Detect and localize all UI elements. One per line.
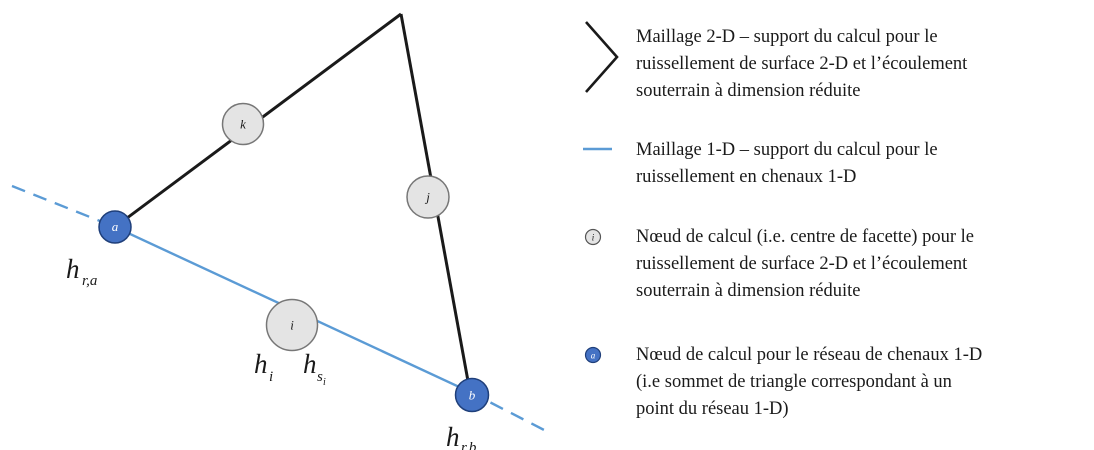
blue-node-icon-letter: a	[591, 351, 596, 361]
node-b-label: b	[469, 388, 476, 403]
legend-node-1d-line-1: Nœud de calcul pour le réseau de chenaux…	[636, 345, 983, 365]
node-k-label: k	[240, 117, 246, 132]
legend-mesh-2d-line-2: ruissellement de surface 2-D et l’écoule…	[636, 54, 968, 74]
label-h-r-a: h r,a	[66, 254, 97, 289]
triangle-icon-shape	[585, 21, 619, 93]
channel-dashed-left	[11, 184, 116, 229]
node-k: k	[221, 102, 265, 146]
legend-mesh-1d-text: Maillage 1-D – support du calcul pour le…	[636, 137, 1092, 191]
node-j-label: j	[424, 190, 430, 205]
node-i-circle	[265, 298, 319, 352]
node-i-label: i	[290, 318, 294, 333]
label-h-s-i: h s i	[303, 349, 326, 388]
node-a: a	[98, 210, 132, 244]
grey-node-icon-letter: i	[592, 233, 595, 243]
node-a-label: a	[112, 219, 119, 234]
label-h-r-b-sub: r,b	[461, 440, 477, 450]
legend-node-2d-line-2: ruissellement de surface 2-D et l’écoule…	[636, 254, 968, 274]
legend-mesh-1d-line-1: Maillage 1-D – support du calcul pour le	[636, 140, 938, 160]
legend-mesh-2d-line-1: Maillage 2-D – support du calcul pour le	[636, 27, 938, 47]
node-a-circle	[98, 210, 132, 244]
label-h-r-a-sub: r,a	[82, 273, 97, 289]
channel-dashed-right	[469, 390, 549, 434]
legend-node-2d-text: Nœud de calcul (i.e. centre de facette) …	[636, 224, 1092, 305]
legend-node-2d-line-3: souterrain à dimension réduite	[636, 281, 861, 301]
label-h-r-b-main: h	[446, 422, 460, 450]
label-h-i-sub: i	[269, 369, 273, 385]
label-h-s-i-main: h	[303, 349, 317, 379]
node-j-circle	[406, 175, 450, 219]
blue-node-icon-circle	[584, 346, 602, 364]
label-h-i-main: h	[254, 349, 268, 379]
legend-mesh-2d-text: Maillage 2-D – support du calcul pour le…	[636, 24, 1092, 105]
label-h-i: h i	[254, 349, 273, 385]
legend-mesh-1d-line-2: ruissellement en chenaux 1-D	[636, 167, 857, 187]
node-j: j	[406, 175, 450, 219]
legend-node-1d-line-2: (i.e sommet de triangle correspondant à …	[636, 372, 952, 392]
legend-node-1d-text: Nœud de calcul pour le réseau de chenaux…	[636, 342, 1092, 423]
label-h-s-i-subsub: i	[323, 377, 326, 388]
blue-node-icon: a	[584, 346, 602, 364]
label-h-r-a-main: h	[66, 254, 80, 284]
node-b: b	[454, 377, 490, 413]
node-i: i	[265, 298, 319, 352]
legend-node-1d-line-3: point du réseau 1-D)	[636, 399, 789, 419]
label-h-r-b: h r,b	[446, 422, 477, 450]
legend-node-2d-line-1: Nœud de calcul (i.e. centre de facette) …	[636, 227, 974, 247]
node-k-circle	[221, 102, 265, 146]
grey-node-icon: i	[584, 228, 602, 246]
grey-node-icon-circle	[584, 228, 602, 246]
label-h-s-i-sub: s	[317, 369, 323, 385]
node-b-circle	[454, 377, 490, 413]
legend-mesh-2d-line-3: souterrain à dimension réduite	[636, 81, 861, 101]
